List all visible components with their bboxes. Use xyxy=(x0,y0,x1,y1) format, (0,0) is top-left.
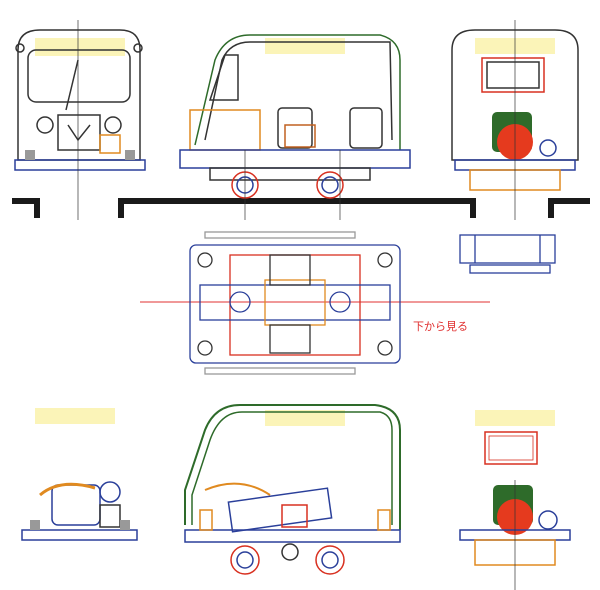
ground-line xyxy=(12,198,590,218)
label-highlight xyxy=(35,38,125,56)
side-view-bottom xyxy=(184,404,401,575)
front-view-bottom xyxy=(21,408,138,541)
label-highlight xyxy=(35,408,115,424)
front-view-top xyxy=(14,20,146,220)
label-highlight xyxy=(475,410,555,426)
label-highlight xyxy=(265,38,345,54)
rear-view-top xyxy=(451,20,579,220)
side-view-top xyxy=(179,34,411,220)
bottom-view-label: 下から見る xyxy=(413,320,468,333)
top-plan-view-small xyxy=(459,234,556,274)
rear-view-bottom xyxy=(459,410,571,590)
label-highlight xyxy=(265,410,345,426)
underside-view xyxy=(189,231,401,375)
